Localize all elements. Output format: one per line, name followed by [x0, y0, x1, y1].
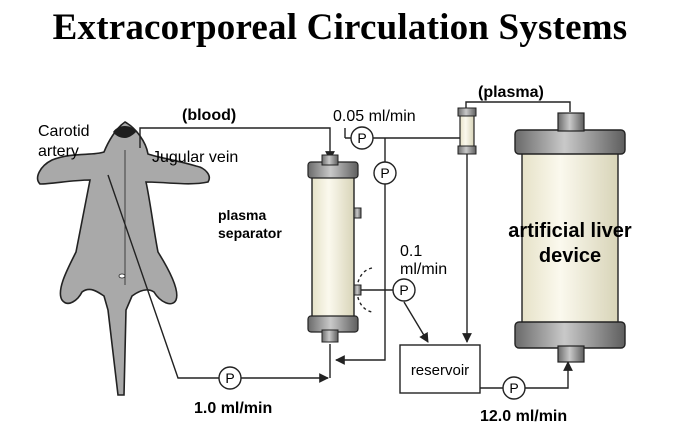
flow-blood-in: 1.0 ml/min	[194, 400, 272, 417]
carotid-label-1: Carotid	[38, 123, 90, 140]
blood-return-line	[139, 127, 335, 161]
flow-plasma-out: 0.05 ml/min	[333, 108, 416, 125]
separator-label-2: separator	[218, 225, 282, 241]
plasma-separator	[307, 154, 362, 343]
plasma-feed-line	[465, 101, 571, 112]
pump-blood-in: P	[218, 366, 242, 390]
page-title: Extracorporeal Circulation Systems	[52, 7, 628, 48]
flow-liver-loop: 12.0 ml/min	[480, 408, 567, 425]
plasma-bypass-line	[335, 138, 386, 365]
rat-body	[36, 121, 211, 396]
rat-head	[113, 126, 136, 138]
reservoir-box: reservoir	[399, 344, 481, 394]
liver-label-1: artificial liver	[508, 220, 632, 242]
pump-liver-loop: P	[502, 376, 526, 400]
recirc-to-reservoir	[403, 301, 429, 343]
plasma-label: (plasma)	[478, 84, 544, 101]
svg-text:P: P	[357, 130, 366, 146]
svg-text:P: P	[509, 380, 518, 396]
jugular-label: Jugular vein	[152, 149, 238, 166]
flow-recirc-2: ml/min	[400, 261, 447, 278]
separator-label-1: plasma	[218, 207, 266, 223]
carotid-label-2: artery	[38, 143, 79, 160]
reservoir-label: reservoir	[411, 362, 469, 379]
svg-text:P: P	[380, 165, 389, 181]
flow-recirc-1: 0.1	[400, 243, 422, 260]
blood-in-line	[107, 174, 329, 383]
pump-recirc: P	[392, 278, 416, 302]
pump-plasma-out: P	[350, 126, 374, 150]
rat-illustration	[36, 121, 211, 396]
blood-label: (blood)	[182, 107, 236, 124]
rat-navel	[118, 273, 126, 279]
pump-bypass: P	[373, 161, 397, 185]
liver-label-2: device	[539, 245, 601, 267]
svg-text:P: P	[225, 370, 234, 386]
plasma-filter	[457, 107, 477, 155]
artificial-liver-device	[514, 112, 626, 363]
svg-text:P: P	[399, 282, 408, 298]
